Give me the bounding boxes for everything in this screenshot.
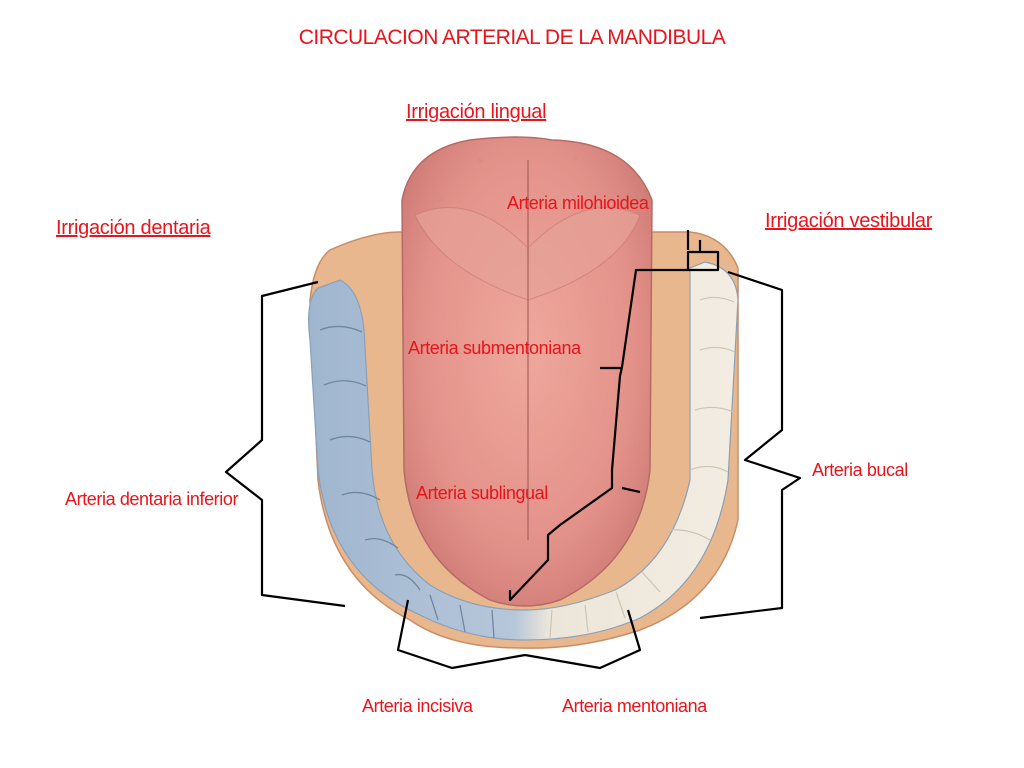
label-bucal: Arteria bucal	[812, 460, 908, 480]
header-vestibular: Irrigación vestibular	[765, 210, 933, 232]
bracket-mentoniana	[524, 609, 642, 670]
bracket-lingual	[508, 240, 720, 602]
bracket-vestibular	[699, 270, 802, 620]
page-title: CIRCULACION ARTERIAL DE LA MANDIBULA	[298, 26, 726, 49]
tongue	[401, 136, 653, 607]
label-sublingual: Arteria sublingual	[416, 483, 548, 503]
label-incisiva: Arteria incisiva	[362, 696, 473, 716]
bracket-dentaria	[224, 280, 346, 608]
label-milohioidea: Arteria milohioidea	[507, 193, 649, 213]
bracket-incisiva	[396, 599, 526, 670]
line-sublingual	[621, 486, 641, 494]
label-mentoniana: Arteria mentoniana	[562, 696, 707, 716]
teeth-arch	[308, 261, 739, 641]
label-dentaria-inferior: Arteria dentaria inferior	[65, 489, 239, 509]
header-dentaria: Irrigación dentaria	[56, 217, 211, 239]
header-lingual: Irrigación lingual	[406, 101, 547, 123]
brackets	[224, 230, 802, 670]
label-submentoniana: Arteria submentoniana	[408, 338, 581, 358]
